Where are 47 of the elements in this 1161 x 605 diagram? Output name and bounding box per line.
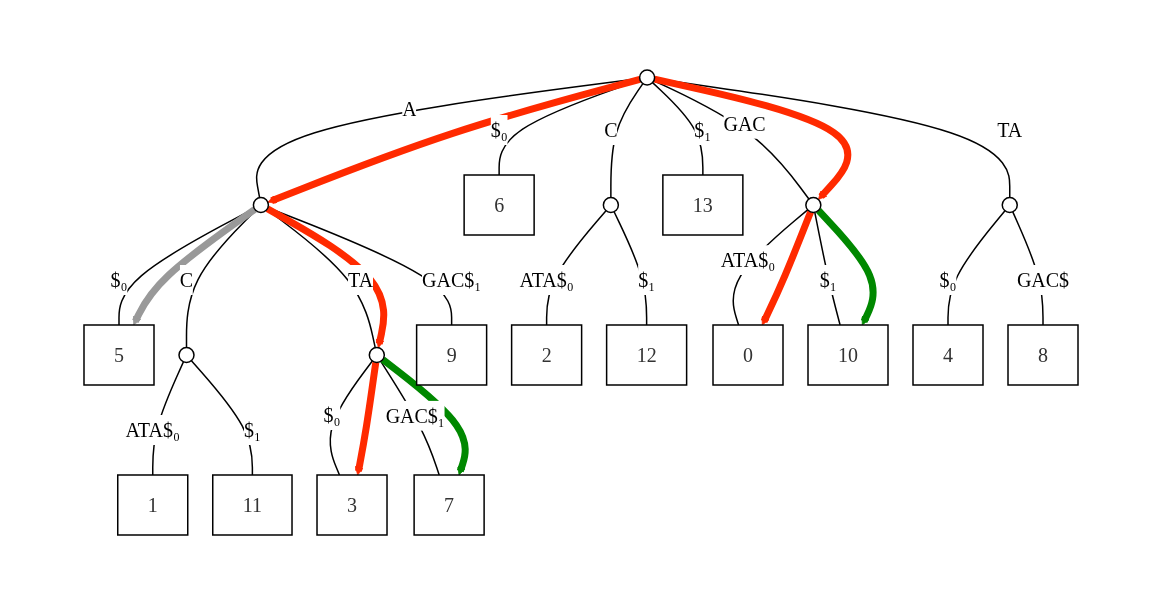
node-box: 0: [711, 324, 784, 386]
edge-label: $₀: [322, 404, 340, 427]
connector: [813, 211, 841, 326]
edge-label: ATA$₀: [518, 269, 574, 291]
node-box: 10: [806, 324, 889, 386]
node-box: 8: [1006, 324, 1079, 386]
edge-label: GAC$₁: [385, 404, 445, 427]
edge-label: ATA$₀: [125, 419, 180, 441]
edge-label: GAC$₁: [421, 269, 481, 291]
node-box: 11: [211, 474, 293, 536]
node-box: 6: [462, 174, 535, 236]
node-box: 9: [415, 324, 487, 386]
edge-label: $₀: [939, 269, 956, 291]
arrow: [815, 208, 877, 326]
edge-label: $₀: [110, 269, 127, 291]
node-circle: [1001, 196, 1018, 214]
arrow: [760, 210, 814, 326]
node-box: 1: [116, 474, 188, 536]
edge-label: A: [401, 97, 417, 120]
edge-label: C: [603, 119, 618, 141]
node-circle: [177, 346, 195, 364]
node-box: 4: [911, 324, 984, 386]
node-circle: [638, 69, 655, 86]
edge-label: TA: [996, 119, 1022, 141]
edge-label: ATA$₀: [720, 249, 775, 272]
node-circle: [252, 196, 269, 214]
edge-label: $₀: [490, 119, 508, 141]
node-box: 13: [661, 174, 744, 236]
edge-label: GAC$: [1016, 269, 1069, 291]
node-box: 5: [82, 324, 155, 386]
connector: [190, 359, 253, 476]
node-box: 2: [510, 324, 582, 386]
edge-label: $₁: [243, 419, 261, 441]
connector: [609, 82, 644, 199]
edge-label: TA: [347, 269, 373, 291]
edge-label: GAC: [722, 112, 766, 135]
edge-label: $₁: [637, 269, 655, 291]
node-box: 7: [412, 474, 485, 536]
node-circle: [368, 346, 385, 364]
edge-label: $₁: [693, 119, 711, 141]
node-box: 12: [605, 324, 687, 386]
node-circle: [602, 196, 619, 214]
node-box: 3: [315, 474, 388, 536]
edge-label: $₁: [819, 269, 837, 291]
edge-label: C: [179, 269, 193, 291]
arrow: [354, 361, 379, 476]
node-circle: [804, 196, 822, 214]
